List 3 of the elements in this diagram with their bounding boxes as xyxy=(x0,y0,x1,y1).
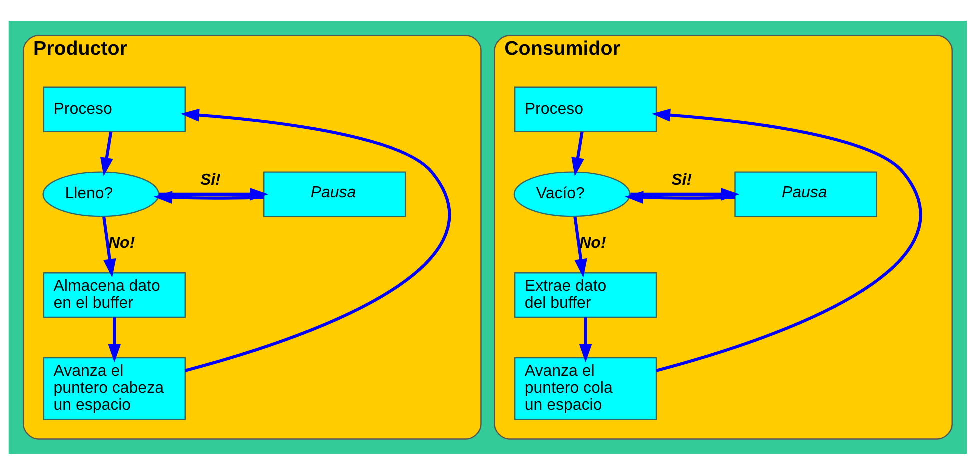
edge-label: Si! xyxy=(672,172,692,189)
edge-label: No! xyxy=(580,234,606,252)
edge-label: Si! xyxy=(200,172,221,189)
